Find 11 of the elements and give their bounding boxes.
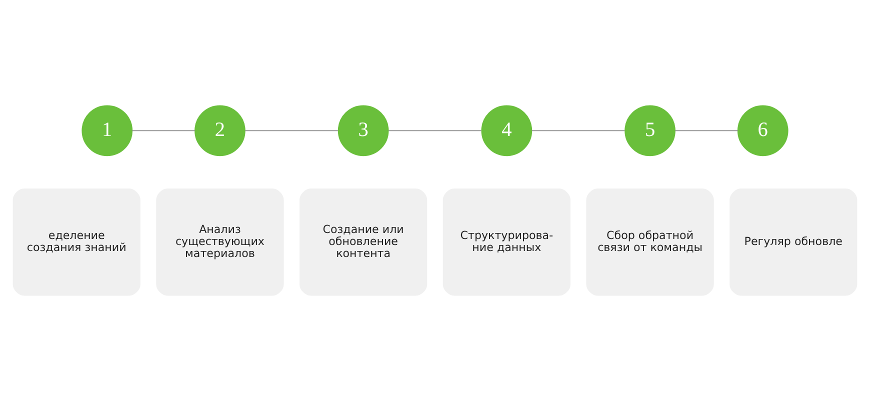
connector <box>132 130 196 131</box>
node-circle: 1 <box>82 104 133 156</box>
node-circle: 4 <box>481 104 532 156</box>
node-circle: 6 <box>737 104 788 156</box>
connector <box>388 130 482 131</box>
connector <box>674 130 738 131</box>
node-circle: 5 <box>624 104 676 156</box>
node-circle: 2 <box>194 104 246 156</box>
connector <box>244 130 338 131</box>
node-circle: 3 <box>338 104 389 156</box>
connector <box>531 130 626 131</box>
